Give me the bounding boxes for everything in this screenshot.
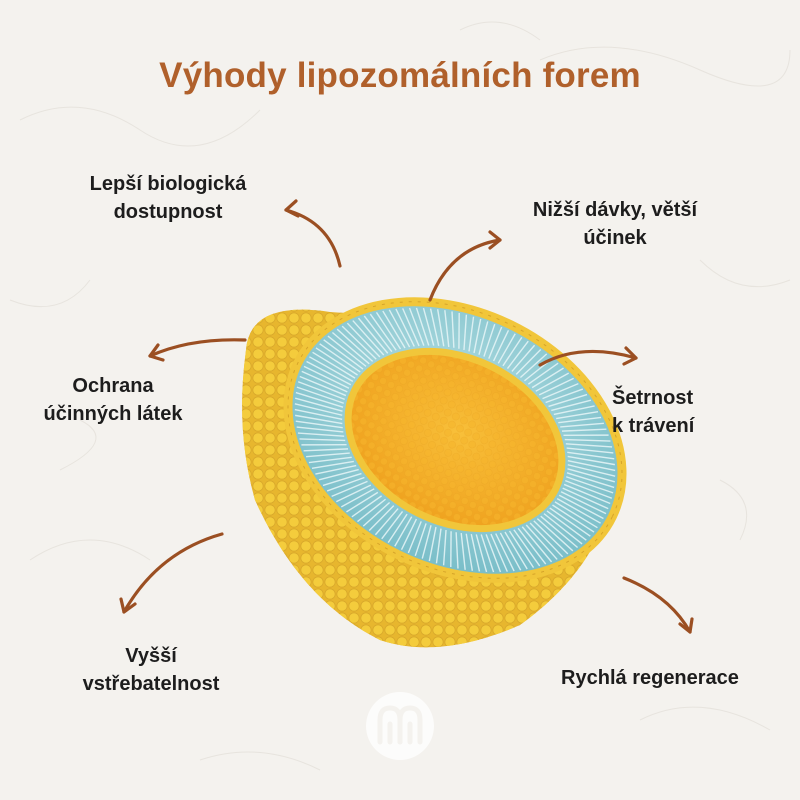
brand-logo-icon (366, 692, 434, 760)
benefit-regeneration: Rychlá regenerace (561, 667, 739, 689)
benefit-bioavailability: Lepší biologická dostupnost (89, 173, 247, 223)
benefit-gentle-digestion: Šetrnost k trávení (612, 387, 695, 437)
page-title: Výhody lipozomálních forem (159, 56, 641, 95)
benefit-lower-doses: Nižší dávky, větší účinek (532, 199, 698, 249)
liposome-core (344, 347, 566, 533)
benefit-absorption: Vyšší vstřebatelnost (82, 645, 220, 695)
benefit-active-protection: Ochrana účinných látek (43, 375, 183, 425)
